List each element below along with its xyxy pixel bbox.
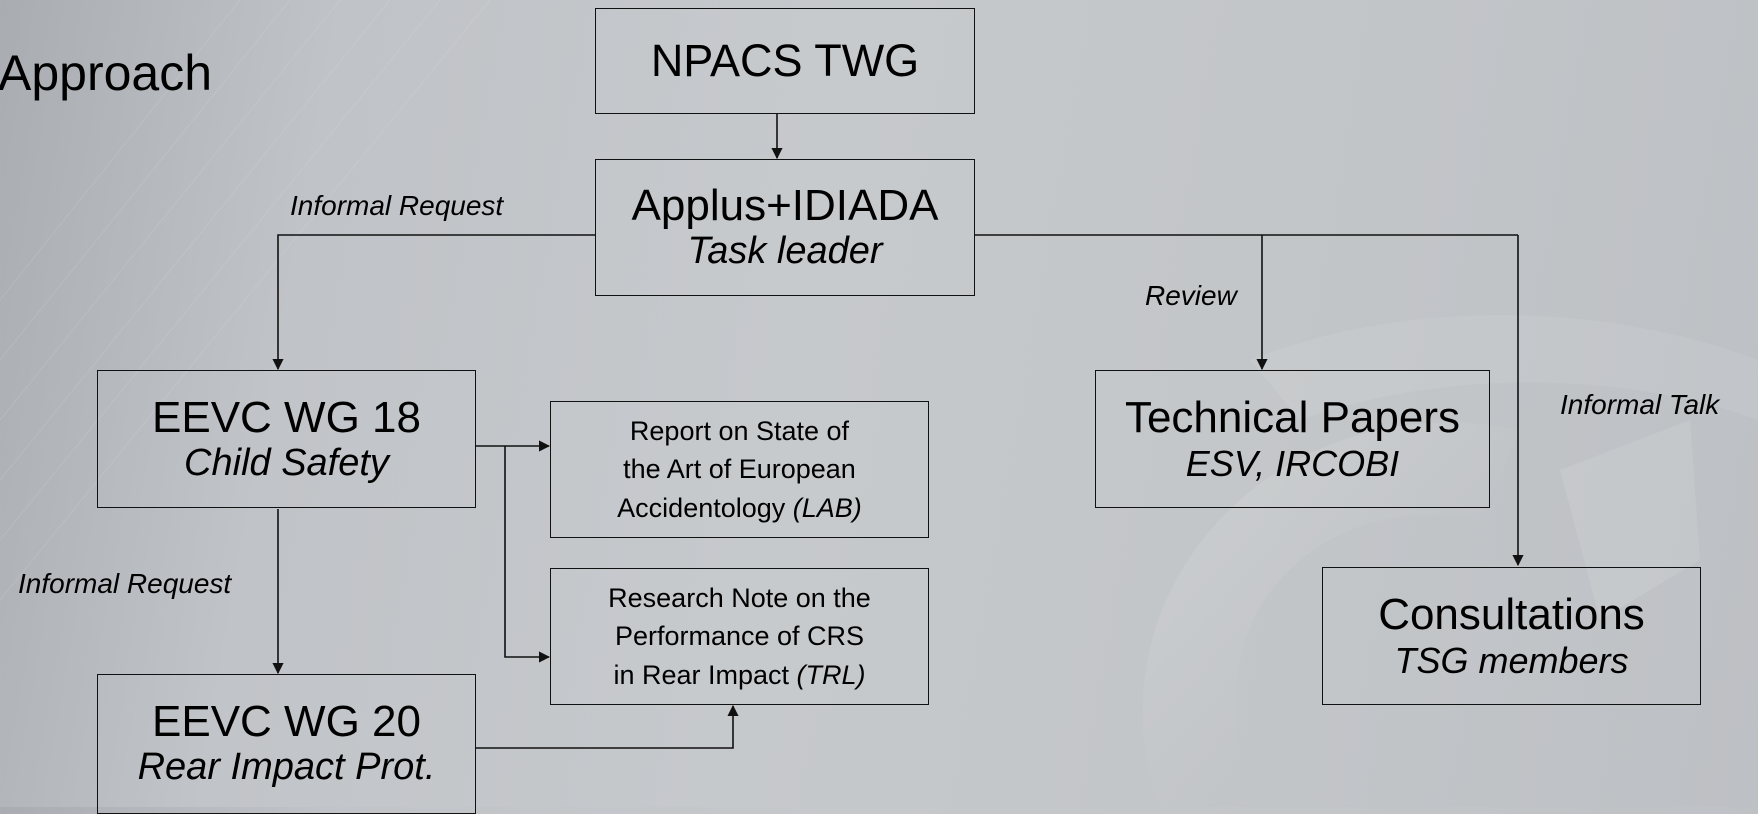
node-eevc-wg20: EEVC WG 20 Rear Impact Prot.: [97, 674, 476, 814]
node-npacs-title: NPACS TWG: [650, 34, 920, 86]
edge-wg18-to-research: [504, 446, 551, 663]
node-wg18-subtitle: Child Safety: [184, 441, 389, 484]
node-idiada-title: Applus+IDIADA: [631, 181, 939, 231]
node-wg20-subtitle: Rear Impact Prot.: [137, 746, 436, 789]
node-consult-subtitle: TSG members: [1394, 640, 1629, 682]
node-wg20-title: EEVC WG 20: [152, 697, 421, 746]
report-line-3: Accidentology (LAB): [617, 489, 862, 527]
node-idiada-subtitle: Task leader: [687, 230, 883, 273]
node-papers-title: Technical Papers: [1124, 392, 1461, 442]
report-line-3-org: (LAB): [792, 492, 862, 523]
research-line-3-text: in Rear Impact: [613, 659, 797, 690]
research-line-2: Performance of CRS: [614, 621, 865, 652]
research-line-3-org: (TRL): [796, 659, 866, 690]
label-informal-request-left: Informal Request: [18, 568, 232, 599]
node-papers-subtitle: ESV, IRCOBI: [1185, 443, 1400, 485]
node-applus-idiada: Applus+IDIADA Task leader: [595, 159, 975, 296]
report-line-2: the Art of European: [623, 454, 856, 485]
node-consultations: Consultations TSG members: [1322, 567, 1701, 705]
edge-idiada-to-wg18: [272, 234, 595, 371]
node-eevc-wg18: EEVC WG 18 Child Safety: [97, 370, 476, 508]
node-report-state-of-art: Report on State of the Art of European A…: [550, 401, 929, 538]
label-informal-request-top: Informal Request: [290, 190, 504, 221]
label-informal-talk: Informal Talk: [1560, 389, 1720, 420]
logo-watermark: [1142, 422, 1520, 807]
slide-title: Approach: [0, 45, 213, 101]
report-line-1: Report on State of: [629, 416, 850, 446]
research-line-1: Research Note on the: [608, 583, 871, 613]
edge-wg20-to-research: [476, 704, 739, 749]
node-consult-title: Consultations: [1378, 589, 1645, 639]
node-npacs-twg: NPACS TWG: [595, 8, 975, 114]
node-research-note: Research Note on the Performance of CRS …: [550, 568, 929, 705]
label-review: Review: [1145, 280, 1237, 311]
report-line-3-text: Accidentology: [617, 492, 793, 523]
research-line-3: in Rear Impact (TRL): [613, 656, 865, 694]
node-technical-papers: Technical Papers ESV, IRCOBI: [1095, 370, 1490, 508]
node-wg18-title: EEVC WG 18: [152, 392, 421, 442]
